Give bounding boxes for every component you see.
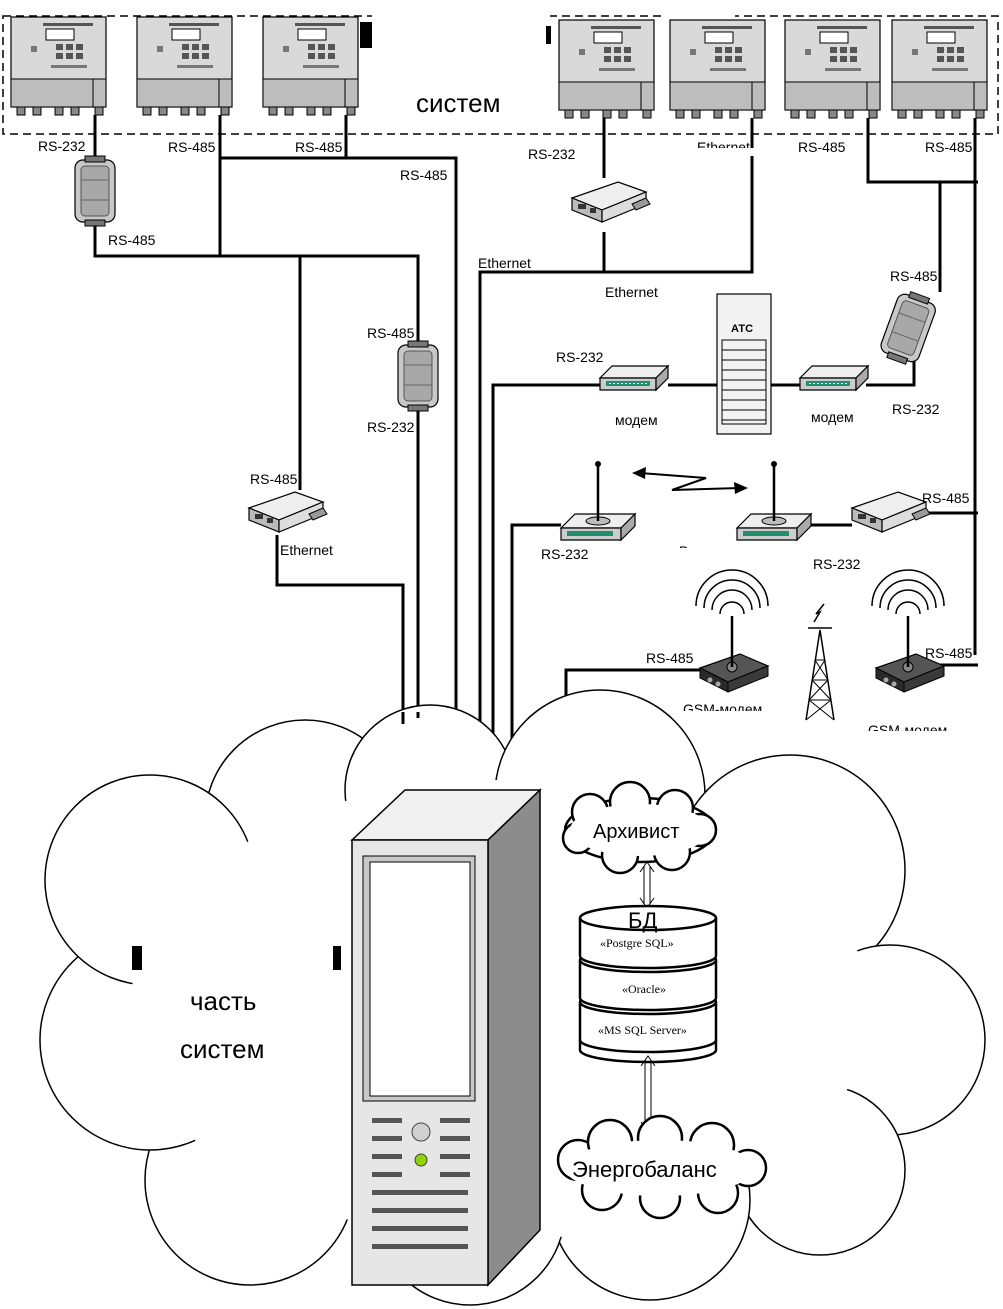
cell-tower-icon (805, 603, 835, 721)
heat-meter-icon (891, 19, 988, 119)
modem-icon (599, 365, 669, 391)
connection-lines (93, 115, 978, 752)
heat-meter-icon (784, 19, 881, 119)
db-title: БД (628, 908, 657, 933)
rs232-label: RS-232 (541, 546, 589, 562)
modem-label: модем (811, 409, 854, 425)
cloud-caption-line2: часть (190, 986, 256, 1016)
energobalans-cloud (556, 1114, 768, 1220)
gsm-modem-icon (694, 568, 770, 694)
db-oracle-label: «Oracle» (622, 982, 666, 996)
ethernet-label: Ethernet (280, 542, 333, 558)
archivist-label: Архивист (593, 821, 679, 843)
rs485-label: RS-485 (250, 471, 298, 487)
rs232-label: RS-232 (892, 401, 940, 417)
rs485-label: RS-485 (925, 139, 973, 155)
rs232-label: RS-232 (813, 556, 861, 572)
rs232-label: RS-232 (38, 138, 86, 154)
database-icon (578, 904, 718, 1064)
rs485-label: RS-485 (108, 232, 156, 248)
heat-meter-icon (262, 16, 359, 116)
archivist-cloud (561, 780, 718, 875)
radio-link-icon (639, 472, 741, 491)
ethernet-gateway-icon (571, 181, 651, 223)
gsm-modem-icon (870, 568, 946, 694)
interface-converter-icon (876, 287, 940, 369)
rs485-label: RS-485 (890, 268, 938, 284)
rs485-label: RS-485 (798, 139, 846, 155)
heat-meter-icon (558, 19, 655, 119)
ethernet-label: Ethernet (478, 255, 531, 271)
modem-icon (799, 365, 869, 391)
heat-meter-icon (10, 16, 107, 116)
modem-label: модем (615, 412, 658, 428)
interface-converter-icon (397, 340, 439, 412)
radio-modem-icon (735, 459, 813, 542)
ethernet-gateway-icon (248, 491, 328, 533)
cloud-caption-line3: систем (180, 1034, 264, 1064)
rs485-label: RS-485 (922, 490, 970, 506)
ethernet-gateway-icon (851, 491, 931, 533)
heat-meter-icon (136, 16, 233, 116)
rs485-label: RS-485 (646, 650, 694, 666)
rs485-label: RS-485 (925, 645, 973, 661)
rs485-label: RS-485 (168, 139, 216, 155)
rs485-label: RS-485 (400, 167, 448, 183)
interface-converter-icon (74, 155, 116, 227)
rs232-label: RS-232 (367, 419, 415, 435)
server-icon (350, 788, 542, 1287)
rs485-label: RS-485 (295, 139, 343, 155)
atc-label: АТС (731, 323, 753, 335)
energobalans-label: Энергобаланс (572, 1157, 717, 1182)
phone-exchange-icon (716, 293, 772, 435)
rs232-label: RS-232 (556, 349, 604, 365)
radio-modem-icon (559, 459, 637, 542)
db-mssql-label: «MS SQL Server» (598, 1023, 687, 1037)
ethernet-label: Ethernet (605, 284, 658, 300)
db-postgres-label: «Postgre SQL» (600, 936, 674, 950)
rs232-label: RS-232 (528, 146, 576, 162)
rs485-label: RS-485 (367, 325, 415, 341)
top-caption-line2: систем (416, 88, 500, 118)
interface-labels: RS-232 RS-485 RS-485 RS-485 RS-485 RS-48… (38, 138, 973, 738)
heat-meter-icon (669, 19, 766, 119)
